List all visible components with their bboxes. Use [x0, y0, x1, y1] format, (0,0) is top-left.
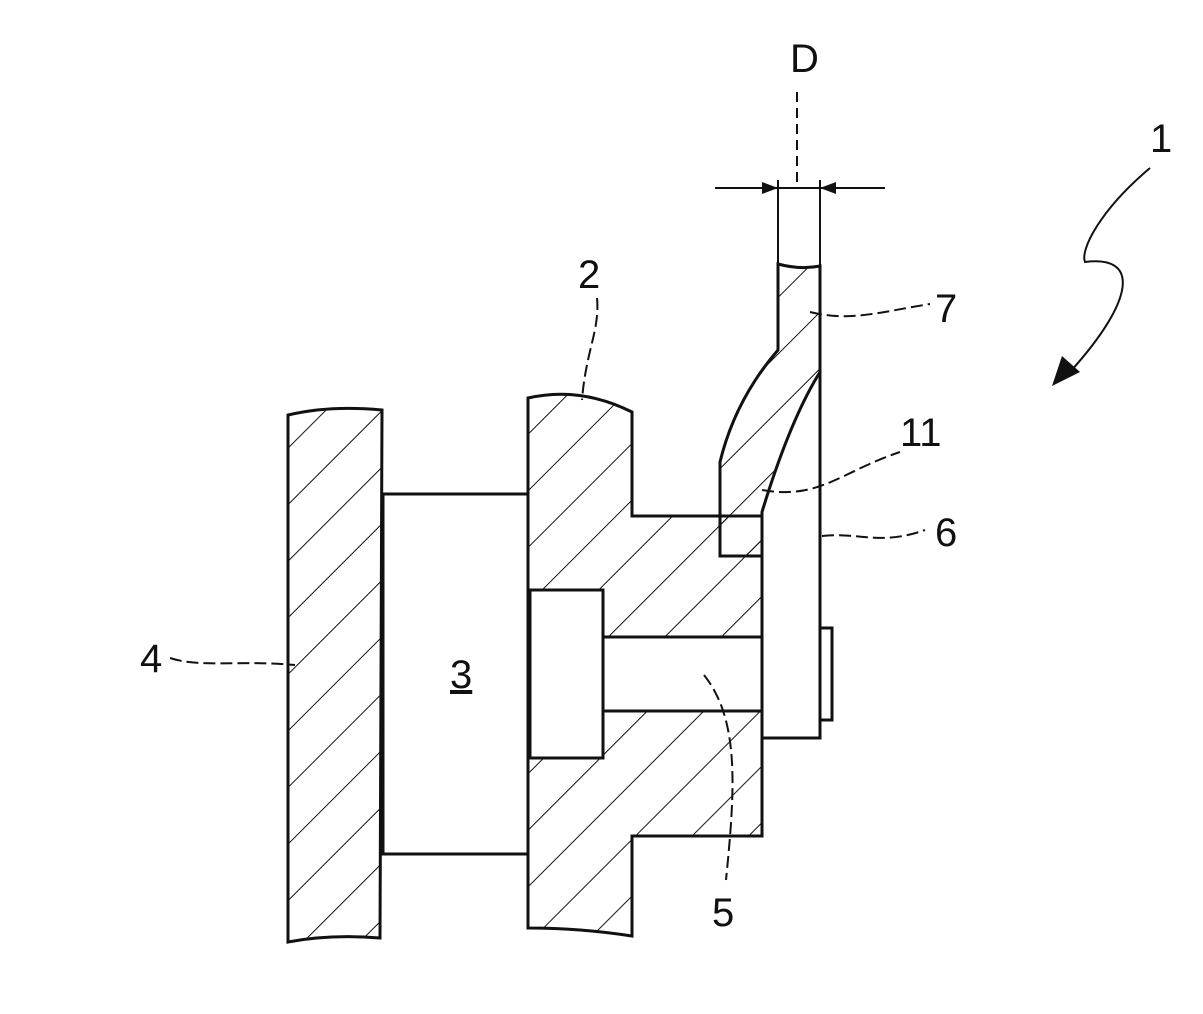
leader-6	[822, 530, 925, 538]
part-6-tab	[820, 628, 832, 720]
arrow-1	[1052, 356, 1080, 386]
label-6: 6	[935, 511, 957, 555]
leader-4	[170, 658, 295, 665]
leader-2	[582, 298, 597, 400]
label-11: 11	[900, 411, 942, 455]
part-5-pocket	[530, 590, 603, 758]
part-4-plate	[288, 408, 382, 942]
leader-7	[810, 304, 930, 316]
label-4: 4	[140, 637, 162, 681]
dimension-d	[715, 92, 885, 266]
label-1: 1	[1150, 117, 1172, 161]
label-7: 7	[935, 287, 957, 331]
label-5: 5	[712, 891, 734, 935]
part-5-bore	[603, 637, 762, 711]
leader-1	[1070, 168, 1150, 372]
label-2: 2	[578, 253, 600, 297]
label-d: D	[790, 37, 819, 81]
label-3: 3	[450, 653, 472, 697]
